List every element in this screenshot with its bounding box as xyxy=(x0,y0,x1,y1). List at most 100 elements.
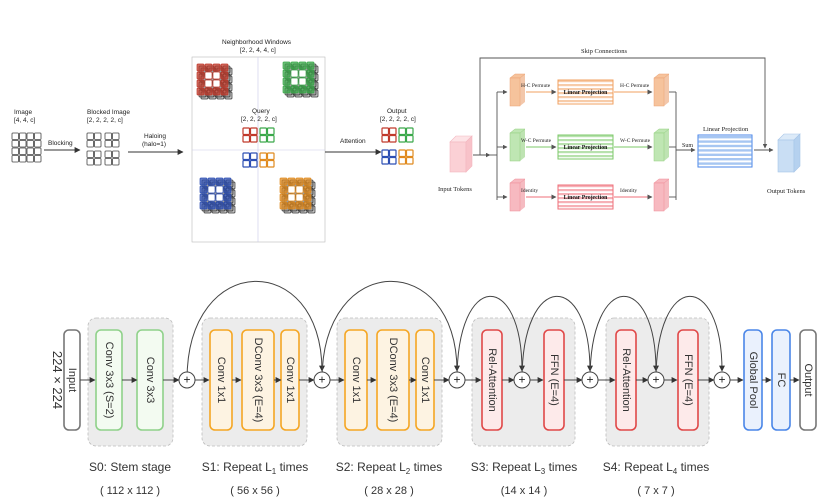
haloing-sub: (halo=1) xyxy=(142,141,166,148)
final-linear-projection-label: Linear Projection xyxy=(703,126,749,133)
blocked-cell-group xyxy=(86,150,102,166)
input-block: Input xyxy=(63,329,81,431)
adder-2: + xyxy=(448,371,466,389)
blocking-label: Blocking xyxy=(48,140,73,147)
pipeline-adders: + + + + + + + xyxy=(178,371,731,389)
input-block-label: Input xyxy=(66,368,78,392)
svg-text:+: + xyxy=(453,373,460,387)
stage-1-suffix: times xyxy=(276,460,308,474)
s3-ffn: FFN (E=4) xyxy=(543,329,565,431)
svg-text:S2: Repeat L2 times: S2: Repeat L2 times xyxy=(336,460,443,476)
query-green xyxy=(259,127,275,143)
green-window xyxy=(282,61,319,98)
image-grid xyxy=(11,132,42,163)
adder-4: + xyxy=(581,371,599,389)
adder-0: + xyxy=(178,371,196,389)
s4-ffn-label: FFN (E=4) xyxy=(682,354,694,406)
stem-conv-2-label: Conv 3x3 xyxy=(144,357,156,403)
fc-block: FC xyxy=(771,329,791,431)
stage-4-caption: S4: Repeat L4 times ( 7 x 7 ) xyxy=(603,460,710,497)
stage-0-caption: S0: Stem stage ( 112 x 112 ) xyxy=(89,460,171,497)
mixer-panel: Skip Connections Input Tokens H-C Permut… xyxy=(438,48,806,212)
query-blue xyxy=(242,152,258,168)
pipeline-panel: 224 × 224 Input Conv 3x3 (S=2) Conv 3x3 Con… xyxy=(50,280,817,497)
stage-1-caption: S1: Repeat L1 times ( 56 x 56 ) xyxy=(202,460,309,497)
svg-text:+: + xyxy=(652,373,659,387)
query-dims: [2, 2, 2, 2, c] xyxy=(241,116,277,123)
s2-conv-1-label: Conv 1x1 xyxy=(350,357,362,403)
s2-conv-2: Conv 1x1 xyxy=(415,329,435,431)
blocked-image-dims: [2, 2, 2, 2, c] xyxy=(87,117,123,124)
s4-ffn: FFN (E=4) xyxy=(677,329,699,431)
s2-conv-1: Conv 1x1 xyxy=(344,329,368,431)
svg-text:S1: Repeat L1 times: S1: Repeat L1 times xyxy=(202,460,309,476)
branch-post-label: Identity xyxy=(620,188,637,194)
output-orange xyxy=(398,149,414,165)
stage-4-title: S4: Repeat L xyxy=(603,460,673,474)
s1-conv-1-label: Conv 1x1 xyxy=(215,357,227,403)
output-grid xyxy=(381,127,414,165)
svg-text:+: + xyxy=(518,373,525,387)
query-orange xyxy=(259,152,275,168)
input-resolution-label: 224 × 224 xyxy=(50,351,65,409)
branch-post-label: W-C Permute xyxy=(620,138,651,144)
svg-text:+: + xyxy=(586,373,593,387)
adder-3: + xyxy=(513,371,531,389)
svg-text:S4: Repeat L4 times: S4: Repeat L4 times xyxy=(603,460,710,476)
query-grid xyxy=(242,127,275,168)
halo-panel: Image [4, 4, c] Blocking Blocked Image [… xyxy=(11,39,416,243)
svg-text:+: + xyxy=(183,373,190,387)
fc-block-label: FC xyxy=(775,373,787,388)
stage-4-size: ( 7 x 7 ) xyxy=(637,485,674,497)
output-green xyxy=(398,127,414,143)
image-label: Image xyxy=(14,109,32,116)
stage-3-size: (14 x 14 ) xyxy=(501,485,547,497)
red-window xyxy=(196,63,233,100)
output-red xyxy=(381,127,397,143)
branch-projection-label: Linear Projection xyxy=(564,90,609,96)
adder-6: + xyxy=(713,371,731,389)
svg-text:S3: Repeat L3 times: S3: Repeat L3 times xyxy=(471,460,578,476)
s1-dconv: DConv 3x3 (E=4) xyxy=(241,329,275,431)
s3-ffn-label: FFN (E=4) xyxy=(548,354,560,406)
stage-2-caption: S2: Repeat L2 times ( 28 x 28 ) xyxy=(336,460,443,497)
pipeline-connectors xyxy=(80,280,800,383)
input-tokens-label: Input Tokens xyxy=(438,186,472,193)
blocked-cell-group xyxy=(86,132,102,148)
s1-dconv-label: DConv 3x3 (E=4) xyxy=(252,338,264,423)
neighborhood-label: Neighborhood Windows xyxy=(222,39,292,46)
branch-pre-label: Identity xyxy=(521,188,538,194)
stage-3-sub: 3 xyxy=(541,467,546,476)
branch-projection-label: Linear Projection xyxy=(564,195,609,201)
adder-1: + xyxy=(313,371,331,389)
stage-2-sub: 2 xyxy=(406,467,411,476)
neighborhood-windows xyxy=(196,61,319,214)
stem-conv-1-label: Conv 3x3 (S=2) xyxy=(103,342,115,419)
stage-3-caption: S3: Repeat L3 times (14 x 14 ) xyxy=(471,460,578,497)
global-pool-block: Global Pool xyxy=(743,329,763,431)
s4-attention: Rel-Attention xyxy=(615,329,637,431)
output-label: Output xyxy=(387,108,407,115)
stage-0-title: S0: Stem stage xyxy=(89,460,171,474)
skip-connection-line xyxy=(479,57,768,155)
stage-2-suffix: times xyxy=(410,460,442,474)
blocked-image-grid xyxy=(86,132,120,166)
stage-4-suffix: times xyxy=(677,460,709,474)
branch-projection-label: Linear Projection xyxy=(564,145,609,151)
attention-label: Attention xyxy=(340,138,366,145)
branch-post-label: H-C Permute xyxy=(620,83,650,89)
neighborhood-dims: [2, 2, 4, 4, c] xyxy=(240,47,276,54)
neighborhood-frame xyxy=(191,56,326,243)
image-dims: [4, 4, c] xyxy=(14,117,36,124)
svg-text:+: + xyxy=(718,373,725,387)
stem-conv-1: Conv 3x3 (S=2) xyxy=(95,329,123,431)
stage-1-size: ( 56 x 56 ) xyxy=(230,485,280,497)
query-label: Query xyxy=(252,108,270,115)
output-dims: [2, 2, 2, 2, c] xyxy=(380,116,416,123)
stem-conv-2: Conv 3x3 xyxy=(136,329,164,431)
